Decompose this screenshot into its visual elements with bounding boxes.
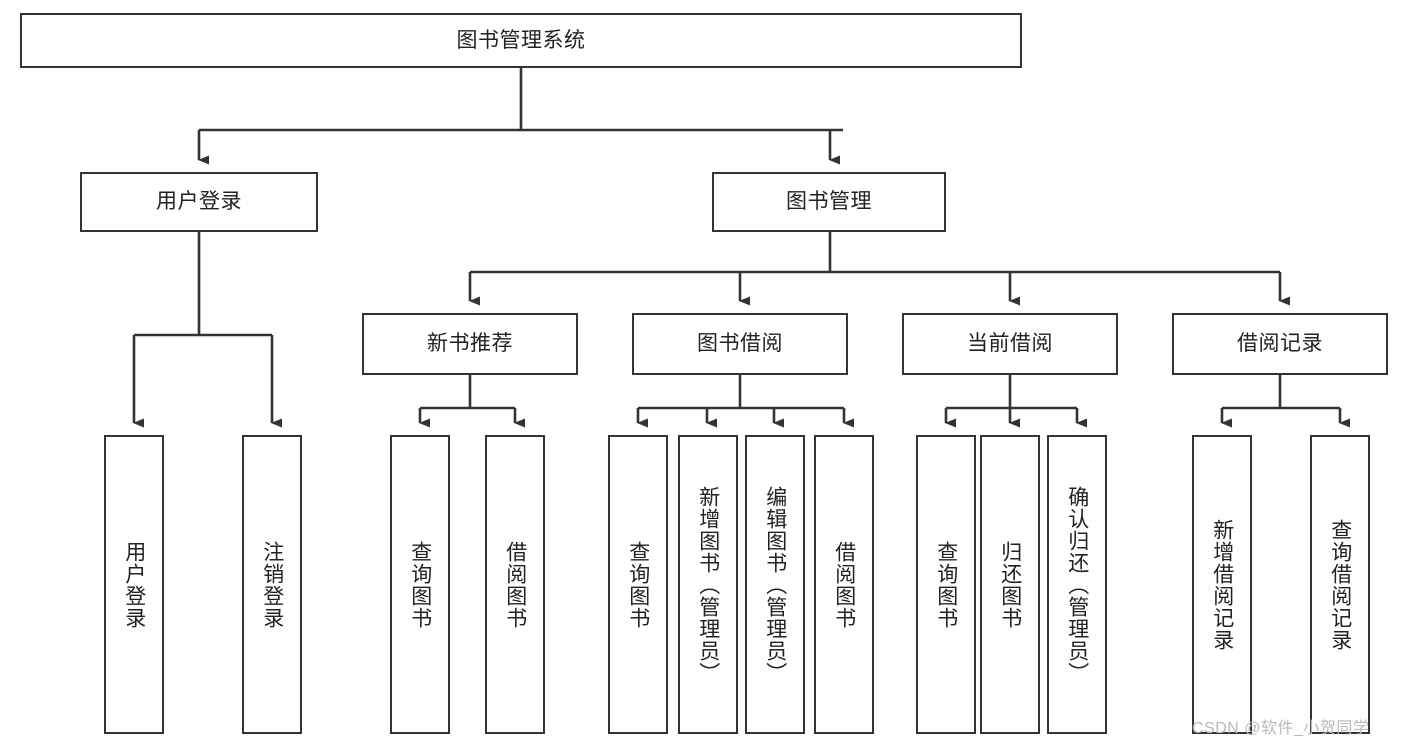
node-current-borrow[interactable]: 当前借阅 bbox=[902, 313, 1118, 375]
node-label: 新增图书（管理员） bbox=[696, 485, 720, 684]
node-borrow-record[interactable]: 借阅记录 bbox=[1172, 313, 1388, 375]
csdn-watermark: CSDN @软件_小贺同学 bbox=[1192, 720, 1370, 737]
node-label: 用户登录 bbox=[122, 540, 146, 629]
node-label: 新书推荐 bbox=[427, 332, 513, 356]
node-leaf-borrow-book-recommendation[interactable]: 借阅图书 bbox=[485, 435, 545, 734]
node-label: 注销登录 bbox=[260, 540, 284, 629]
node-label: 编辑图书（管理员） bbox=[763, 485, 787, 684]
node-label: 图书管理 bbox=[786, 190, 872, 214]
node-leaf-confirm-return-admin[interactable]: 确认归还（管理员） bbox=[1047, 435, 1107, 734]
node-book-management[interactable]: 图书管理 bbox=[712, 172, 946, 232]
node-leaf-user-login[interactable]: 用户登录 bbox=[104, 435, 164, 734]
node-label: 图书借阅 bbox=[697, 332, 783, 356]
node-label: 查询图书 bbox=[408, 540, 432, 629]
node-label: 查询图书 bbox=[934, 540, 958, 629]
node-leaf-return-book[interactable]: 归还图书 bbox=[980, 435, 1040, 734]
node-leaf-query-book-borrow[interactable]: 查询图书 bbox=[608, 435, 668, 734]
node-label: 确认归还（管理员） bbox=[1065, 485, 1089, 684]
node-leaf-edit-book-admin[interactable]: 编辑图书（管理员） bbox=[745, 435, 805, 734]
node-label: 图书管理系统 bbox=[456, 28, 586, 52]
node-leaf-query-book-recommendation[interactable]: 查询图书 bbox=[390, 435, 450, 734]
node-label: 借阅图书 bbox=[832, 540, 856, 629]
node-label: 查询图书 bbox=[626, 540, 650, 629]
node-book-borrow[interactable]: 图书借阅 bbox=[632, 313, 848, 375]
node-leaf-add-borrow-record[interactable]: 新增借阅记录 bbox=[1192, 435, 1252, 734]
node-leaf-borrow-book[interactable]: 借阅图书 bbox=[814, 435, 874, 734]
node-root-book-management-system[interactable]: 图书管理系统 bbox=[20, 13, 1022, 68]
node-new-book-recommendation[interactable]: 新书推荐 bbox=[362, 313, 578, 375]
node-label: 用户登录 bbox=[156, 190, 242, 214]
node-label: 归还图书 bbox=[998, 540, 1022, 629]
node-label: 借阅图书 bbox=[503, 540, 527, 629]
node-user-login[interactable]: 用户登录 bbox=[80, 172, 318, 232]
node-label: 新增借阅记录 bbox=[1210, 518, 1234, 651]
node-label: 借阅记录 bbox=[1237, 332, 1323, 356]
node-label: 查询借阅记录 bbox=[1328, 518, 1352, 651]
node-leaf-query-borrow-record[interactable]: 查询借阅记录 bbox=[1310, 435, 1370, 734]
node-leaf-logout[interactable]: 注销登录 bbox=[242, 435, 302, 734]
node-label: 当前借阅 bbox=[967, 332, 1053, 356]
node-leaf-query-book-current[interactable]: 查询图书 bbox=[916, 435, 976, 734]
node-leaf-add-book-admin[interactable]: 新增图书（管理员） bbox=[678, 435, 738, 734]
